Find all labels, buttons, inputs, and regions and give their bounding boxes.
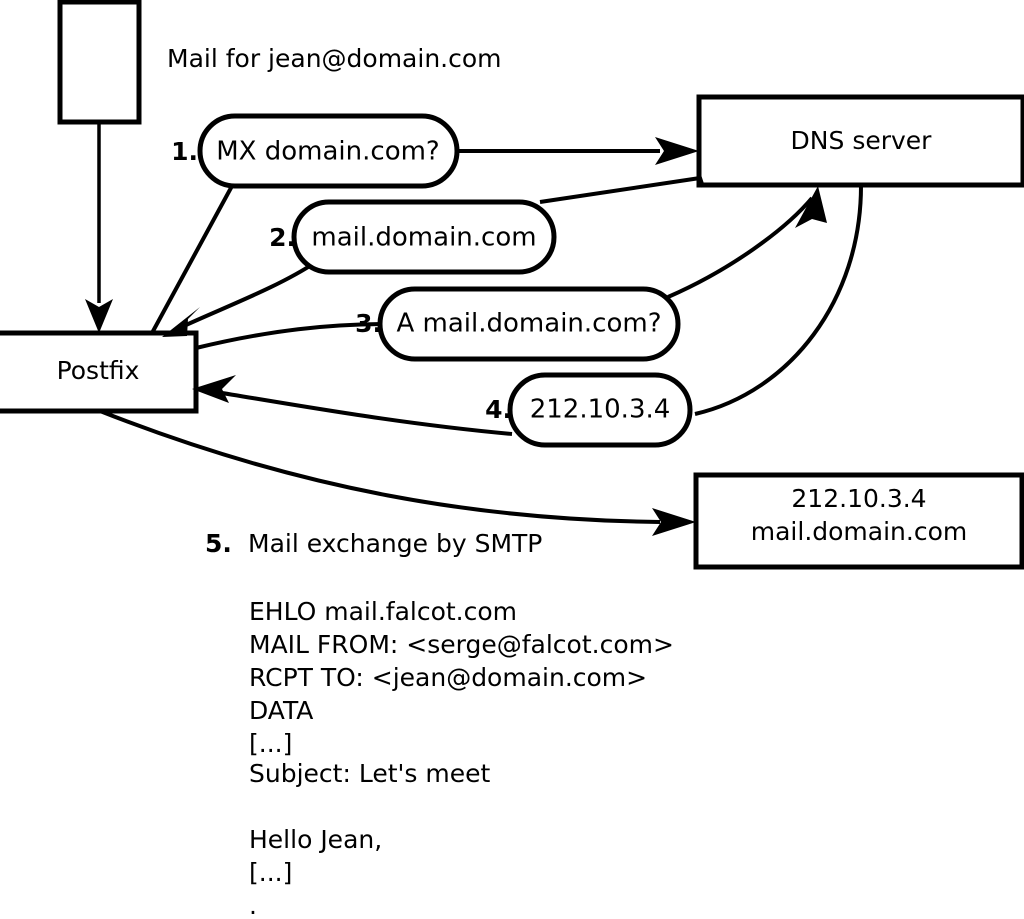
transcript-line: DATA (249, 696, 313, 725)
edge-step1-tail-to-postfix (150, 185, 234, 334)
arrowhead-postfix-to-mail-host (652, 508, 696, 536)
arrowhead-step2-to-postfix (162, 307, 200, 337)
edge-step2-to-postfix (185, 260, 318, 327)
edge-step3-to-dns (667, 196, 814, 299)
bubble-step-4-label: 212.10.3.4 (530, 395, 671, 425)
mail-host-box (693, 472, 1024, 570)
edge-postfix-to-step3 (195, 322, 391, 350)
client-box (57, 0, 142, 125)
bubble-step-3 (377, 286, 681, 362)
bubble-step-4 (507, 372, 693, 448)
mail-host-ip-label: 212.10.3.4 (791, 484, 926, 513)
transcript-line: RCPT TO: <jean@domain.com> (249, 663, 647, 692)
dns-server-box (696, 94, 1024, 188)
step-number-5: 5. (205, 529, 232, 558)
edge-dns-to-step2 (539, 175, 705, 204)
postfix-box (0, 330, 199, 414)
transcript-line: EHLO mail.falcot.com (249, 597, 517, 626)
arrowhead-step3-to-dns (795, 186, 827, 228)
bubble-step-1-label: MX domain.com? (216, 137, 439, 167)
step-number-1: 1. (171, 137, 198, 166)
transcript-line: MAIL FROM: <serge@falcot.com> (249, 630, 674, 659)
postfix-label: Postfix (57, 356, 140, 385)
bubble-step-2 (291, 199, 557, 275)
edge-step4-to-postfix (215, 390, 513, 436)
mail-host-name-label: mail.domain.com (751, 517, 967, 546)
transcript-line: [...] (249, 858, 292, 887)
bubble-step-3-label: A mail.domain.com? (397, 309, 662, 339)
step-number-4: 4. (485, 395, 512, 424)
mail-for-note: Mail for jean@domain.com (167, 44, 502, 73)
edge-postfix-to-mail-host (99, 409, 661, 524)
transcript-line: Hello Jean, (249, 825, 382, 854)
bubble-step-2-label: mail.domain.com (311, 223, 536, 253)
bubble-step-1 (197, 113, 460, 189)
dns-server-label: DNS server (791, 126, 933, 155)
arrowhead-step4-to-postfix (192, 375, 236, 403)
step-number-3: 3. (355, 309, 382, 338)
edge-dns-to-step4 (694, 185, 863, 416)
step-number-2: 2. (269, 223, 296, 252)
transcript-line: . (249, 891, 257, 919)
arrowhead-client-to-postfix (85, 299, 113, 333)
smtp-caption: Mail exchange by SMTP (248, 529, 542, 558)
transcript-line: [...] (249, 729, 292, 758)
arrowhead-step1-to-dns (655, 137, 699, 165)
transcript-line: Subject: Let's meet (249, 759, 490, 788)
